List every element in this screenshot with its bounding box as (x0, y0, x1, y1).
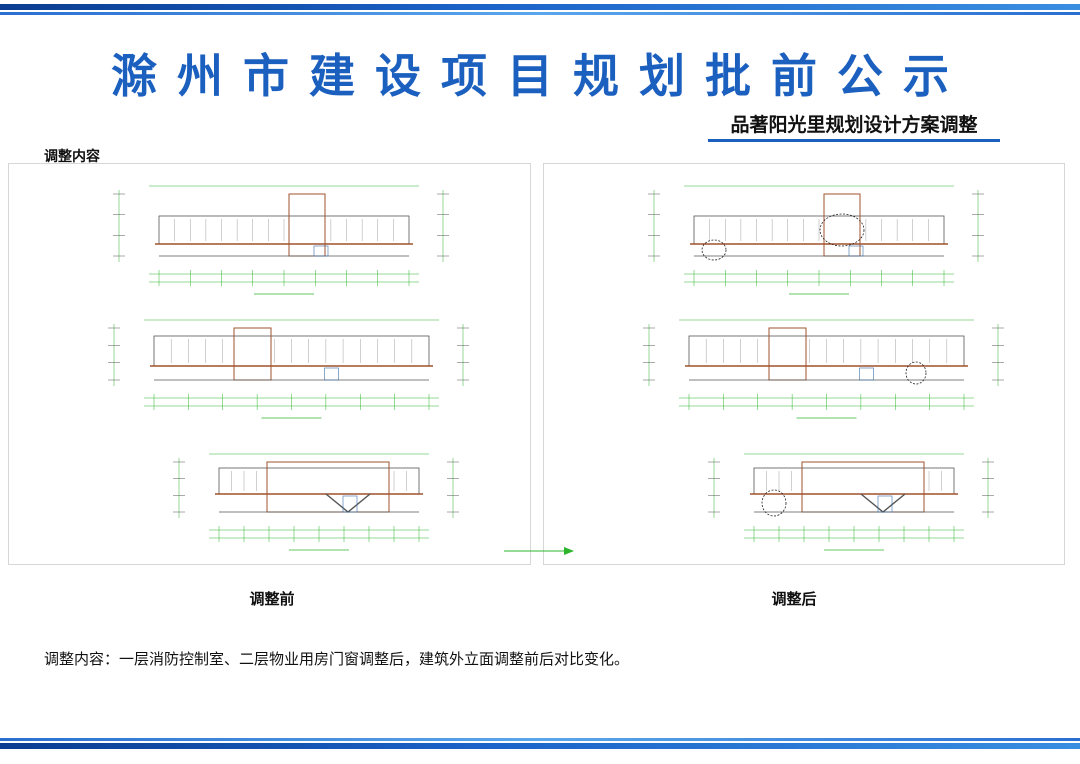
door (848, 245, 864, 257)
caption-after: 调整后 (771, 590, 817, 608)
elevation-drawing-1 (113, 185, 449, 295)
adjustment-note: 调整内容：一层消防控制室、二层物业用房门窗调整后，建筑外立面调整前后对比变化。 (44, 650, 630, 668)
central-core (801, 461, 925, 513)
central-core (823, 193, 861, 257)
top-border-band (0, 4, 1080, 15)
elevation-drawing-3 (173, 453, 459, 551)
section-label: 调整内容 (44, 149, 100, 165)
door (324, 367, 339, 381)
page-title: 滁州市建设项目规划批前公示 (111, 49, 969, 103)
subtitle-underline (708, 139, 1000, 142)
elevation-drawing-2 (108, 319, 469, 419)
revision-cloud (905, 361, 927, 385)
door (313, 245, 329, 257)
bottom-border-band (0, 738, 1080, 749)
revision-cloud (819, 213, 865, 247)
door (877, 495, 893, 513)
elevation-drawings-after (643, 185, 1004, 551)
elevation-drawing-3 (708, 453, 994, 551)
revision-cloud (761, 489, 787, 517)
revision-cloud (701, 239, 727, 261)
compare-arrow-icon (504, 547, 574, 555)
door (859, 367, 874, 381)
drawing-panel-after (543, 163, 1065, 565)
door (342, 495, 358, 513)
drawing-panel-before (8, 163, 531, 565)
elevation-drawing-2 (643, 319, 1004, 419)
v-column (325, 493, 371, 513)
caption-before: 调整前 (249, 590, 295, 608)
v-column (860, 493, 906, 513)
central-core (266, 461, 390, 513)
elevation-drawing-1 (648, 185, 984, 295)
elevation-drawings-before (108, 185, 469, 551)
central-core (288, 193, 326, 257)
page-subtitle: 品著阳光里规划设计方案调整 (730, 114, 978, 136)
